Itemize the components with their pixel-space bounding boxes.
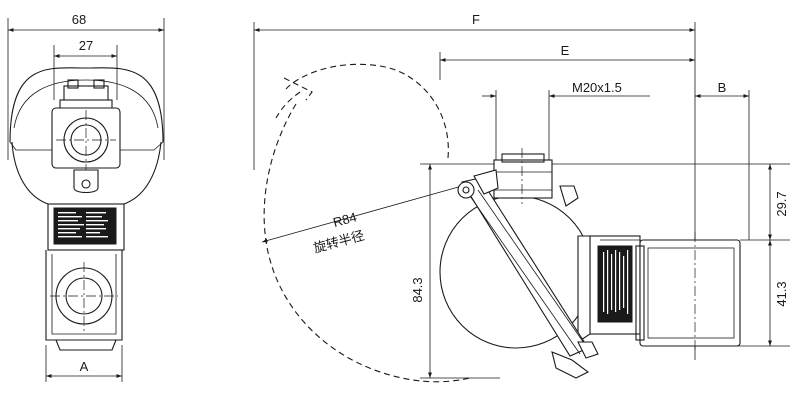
housing-dome: [9, 67, 164, 143]
cable-gland-side: [493, 159, 553, 199]
dim-base-width: A: [80, 359, 89, 374]
swing-arc-upper: [283, 63, 449, 159]
side-view: F E M20x1.5 B R84 旋转半径 84.3: [253, 12, 790, 383]
dim-inner-width: 27: [79, 38, 93, 53]
dim-overall-width: 68: [72, 12, 86, 27]
swing-arc-lower: [263, 103, 471, 383]
dim-thread: M20x1.5: [572, 80, 622, 95]
swing-radius-caption: 旋转半径: [312, 228, 366, 256]
front-view: 68 27: [7, 12, 165, 382]
dim-total-height: 84.3: [410, 277, 425, 302]
swing-radius: R84: [331, 209, 358, 230]
dim-body-length: E: [561, 43, 570, 58]
dim-connector-length: B: [718, 80, 727, 95]
dim-total-length: F: [472, 12, 480, 27]
plug-housing-side: [639, 239, 741, 347]
dim-height-upper: 29.7: [774, 191, 789, 216]
dim-height-lower: 41.3: [774, 281, 789, 306]
